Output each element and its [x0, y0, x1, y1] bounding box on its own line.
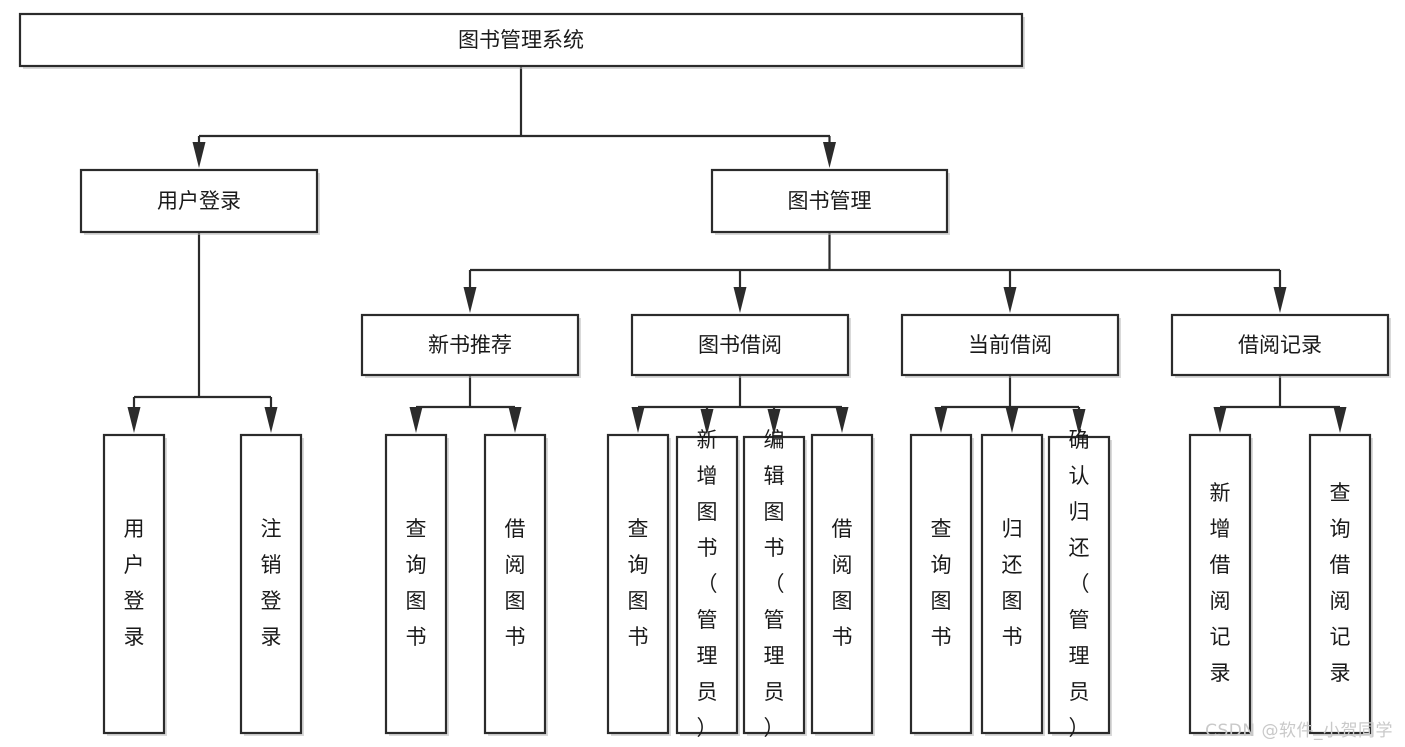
arrow-head-icon [700, 409, 714, 435]
node-newbook[interactable]: 新书推荐 [360, 313, 581, 378]
node-leaf-user-login[interactable]: 用户登录 [102, 433, 167, 736]
node-label: 图书管理 [788, 189, 872, 213]
node-rect[interactable] [909, 433, 973, 735]
node-label: 用户登录 [124, 517, 145, 649]
node-rect[interactable] [742, 435, 806, 735]
node-label: 归还图书 [1002, 517, 1023, 649]
node-leaf-bk-query[interactable]: 查询图书 [606, 433, 671, 736]
connector-group [463, 232, 1287, 313]
node-rect[interactable] [1170, 313, 1390, 377]
node-label: 借阅记录 [1238, 333, 1322, 357]
node-label: 编辑图书（管理员） [764, 428, 785, 740]
arrow-head-icon [463, 287, 477, 313]
node-rect[interactable] [483, 433, 547, 735]
node-rect[interactable] [18, 12, 1024, 68]
node-label: 确认归还（管理员） [1069, 428, 1090, 740]
arrow-head-icon [631, 407, 645, 433]
arrow-head-icon [1333, 407, 1347, 433]
arrow-head-icon [733, 287, 747, 313]
node-leaf-rec-query[interactable]: 查询借阅记录 [1308, 433, 1373, 736]
arrow-head-icon [835, 407, 849, 433]
node-leaf-bk-add[interactable]: 新增图书（管理员） [675, 428, 740, 740]
node-label: 查询图书 [931, 517, 952, 649]
node-rect[interactable] [239, 433, 303, 735]
node-label: 当前借阅 [968, 333, 1052, 357]
node-rect[interactable] [630, 313, 850, 377]
arrow-head-icon [127, 407, 141, 433]
node-label: 查询图书 [628, 517, 649, 649]
connector-layer [127, 66, 1347, 435]
node-rect[interactable] [79, 168, 319, 234]
arrow-head-icon [1273, 287, 1287, 313]
node-leaf-bk-borrow[interactable]: 借阅图书 [810, 433, 875, 736]
node-borrow[interactable]: 图书借阅 [630, 313, 851, 378]
node-leaf-bk-edit[interactable]: 编辑图书（管理员） [742, 428, 807, 740]
node-rect[interactable] [102, 433, 166, 735]
node-rect[interactable] [900, 313, 1120, 377]
node-rect[interactable] [710, 168, 949, 234]
node-leaf-cur-query[interactable]: 查询图书 [909, 433, 974, 736]
node-current[interactable]: 当前借阅 [900, 313, 1121, 378]
node-bookmgmt[interactable]: 图书管理 [710, 168, 950, 235]
node-leaf-rec-add[interactable]: 新增借阅记录 [1188, 433, 1253, 736]
node-root[interactable]: 图书管理系统 [18, 12, 1025, 69]
node-label: 新增图书（管理员） [697, 428, 718, 740]
node-label: 新书推荐 [428, 333, 512, 357]
node-label: 注销登录 [261, 517, 282, 649]
arrow-head-icon [409, 407, 423, 433]
arrow-head-icon [934, 407, 948, 433]
node-label: 用户登录 [157, 189, 241, 213]
node-leaf-nb-borrow[interactable]: 借阅图书 [483, 433, 548, 736]
node-layer: 图书管理系统用户登录图书管理新书推荐图书借阅当前借阅借阅记录用户登录注销登录查询… [18, 12, 1391, 740]
node-leaf-nb-query[interactable]: 查询图书 [384, 433, 449, 736]
node-leaf-cur-confirm[interactable]: 确认归还（管理员） [1047, 428, 1112, 740]
node-rect[interactable] [1308, 433, 1372, 735]
connector-group [192, 66, 836, 168]
connector-group [409, 375, 522, 433]
node-rect[interactable] [360, 313, 580, 377]
arrow-head-icon [192, 142, 206, 168]
connector-group [934, 375, 1086, 435]
connector-group [631, 375, 849, 435]
node-leaf-user-logout[interactable]: 注销登录 [239, 433, 304, 736]
node-label: 新增借阅记录 [1210, 481, 1231, 685]
node-label: 借阅图书 [505, 517, 526, 649]
node-records[interactable]: 借阅记录 [1170, 313, 1391, 378]
node-rect[interactable] [1188, 433, 1252, 735]
arrow-head-icon [767, 409, 781, 435]
node-rect[interactable] [1047, 435, 1111, 735]
arrow-head-icon [1003, 287, 1017, 313]
node-rect[interactable] [606, 433, 670, 735]
node-rect[interactable] [810, 433, 874, 735]
arrow-head-icon [1213, 407, 1227, 433]
node-leaf-cur-return[interactable]: 归还图书 [980, 433, 1045, 736]
node-rect[interactable] [980, 433, 1044, 735]
arrow-head-icon [508, 407, 522, 433]
node-label: 查询图书 [406, 517, 427, 649]
node-label: 借阅图书 [832, 517, 853, 649]
node-rect[interactable] [384, 433, 448, 735]
arrow-head-icon [1072, 409, 1086, 435]
node-rect[interactable] [675, 435, 739, 735]
connector-group [1213, 375, 1347, 433]
arrow-head-icon [823, 142, 836, 168]
node-login[interactable]: 用户登录 [79, 168, 320, 235]
node-label: 图书借阅 [698, 333, 782, 357]
arrow-head-icon [1005, 407, 1019, 433]
arrow-head-icon [264, 407, 278, 433]
connector-group [127, 232, 278, 433]
node-label: 图书管理系统 [458, 28, 584, 52]
node-label: 查询借阅记录 [1330, 481, 1351, 685]
